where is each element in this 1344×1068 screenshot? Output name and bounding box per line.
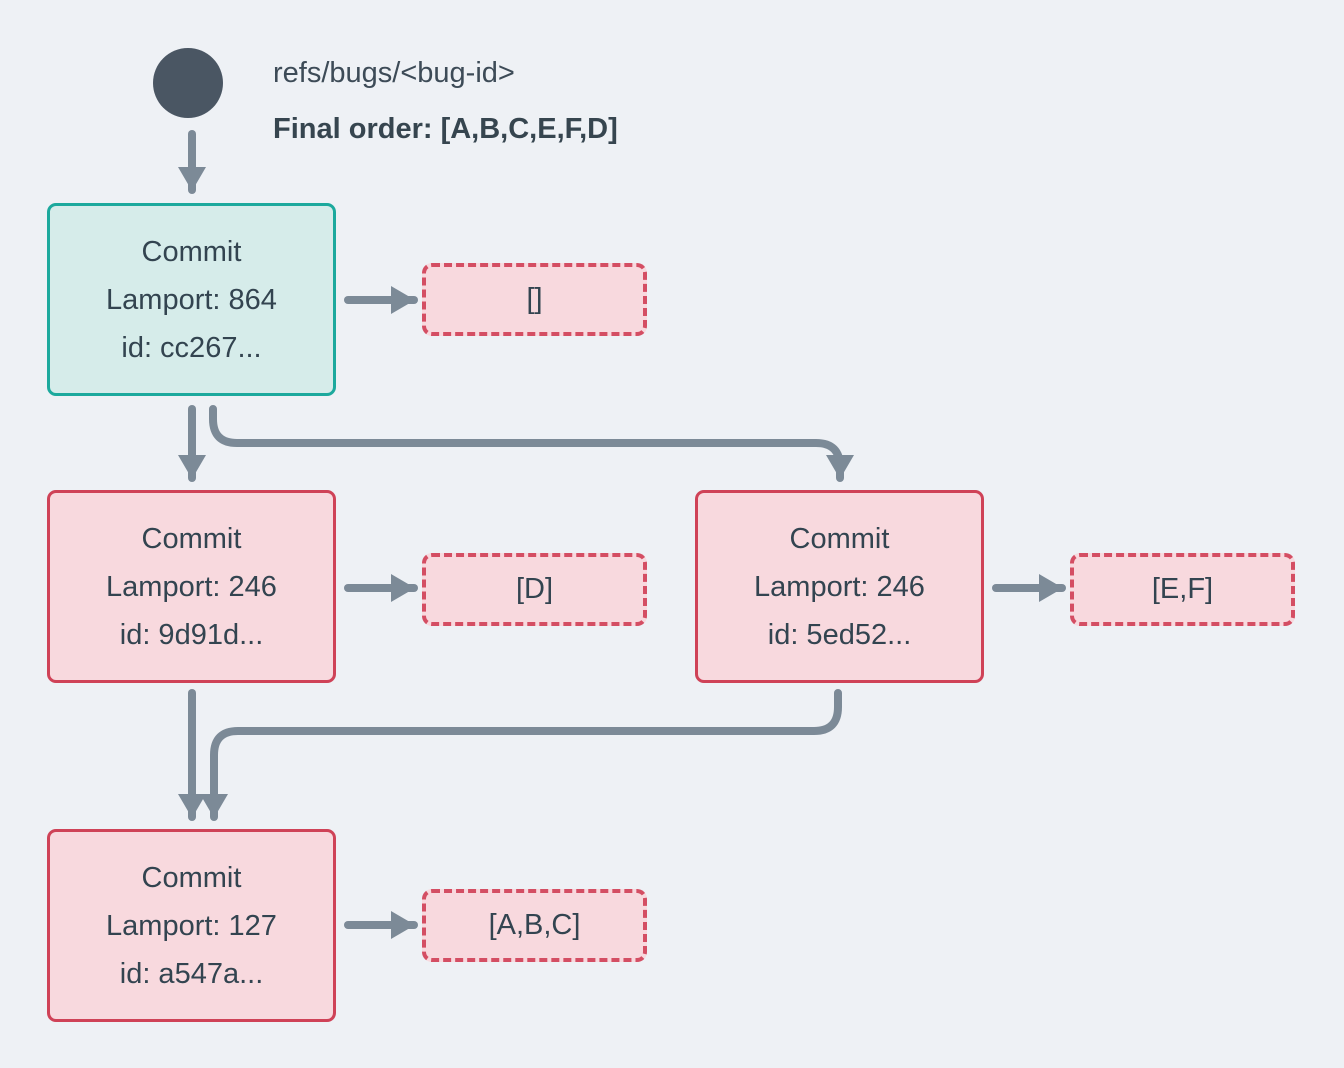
commit-id: id: a547a... [119,957,264,990]
commit-lamport: Lamport: 864 [106,283,277,316]
commit-title: Commit [141,235,242,268]
commit-id: id: 9d91d... [119,618,264,651]
final-order-label: Final order: [A,B,C,E,F,D] [273,113,618,145]
commit-id: id: cc267... [121,331,262,364]
commit-lamport: Lamport: 246 [754,570,925,603]
commit-title: Commit [141,861,242,894]
commit-lamport: Lamport: 127 [106,909,277,942]
ops-node-root: [] [422,263,647,336]
commit-id: id: 5ed52... [767,618,912,651]
arrow-root-to-right [209,405,854,482]
ref-head-dot [153,48,223,118]
commit-title: Commit [789,522,890,555]
ops-node-base: [A,B,C] [422,889,647,962]
commit-title: Commit [141,522,242,555]
commit-node-left: Commit Lamport: 246 id: 9d91d... [47,490,336,683]
ops-node-left: [D] [422,553,647,626]
commit-node-root: Commit Lamport: 864 id: cc267... [47,203,336,396]
arrow-right-to-base [200,689,842,821]
commit-lamport: Lamport: 246 [106,570,277,603]
ops-node-right: [E,F] [1070,553,1295,626]
ref-name-label: refs/bugs/<bug-id> [273,57,515,89]
commit-node-right: Commit Lamport: 246 id: 5ed52... [695,490,984,683]
commit-node-base: Commit Lamport: 127 id: a547a... [47,829,336,1022]
